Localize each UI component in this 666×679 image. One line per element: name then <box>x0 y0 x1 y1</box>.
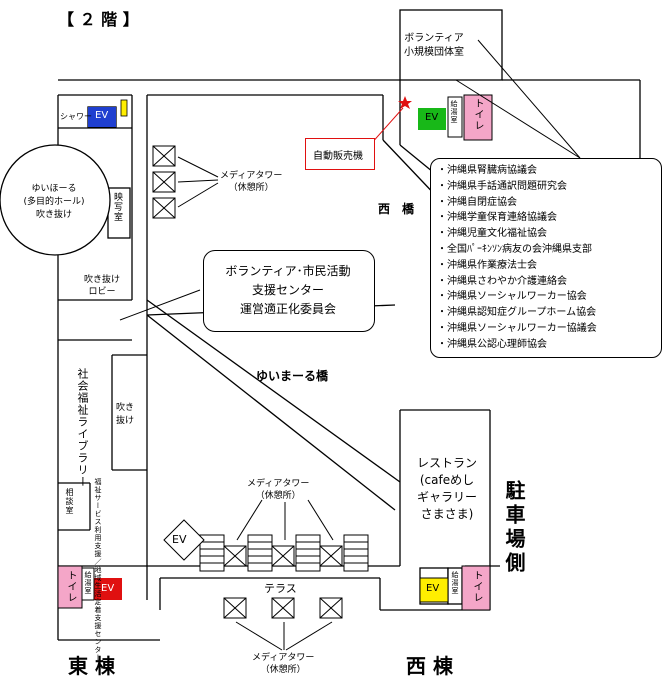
ev-east-bottom-label: EV <box>101 583 115 594</box>
parking-side-label: 駐車場側 <box>502 480 526 576</box>
ev-west-top <box>418 108 446 130</box>
stairs <box>199 534 369 572</box>
projection-room-label: 映写室 <box>112 192 122 222</box>
restaurant-label: レストラン (cafeめし ギャラリー さまさま) <box>416 456 477 521</box>
committee-box <box>203 250 375 332</box>
hall-label: ゆいほーる (多目的ホール) 吹き抜け <box>23 184 85 220</box>
organization-item: ・沖縄県ソーシャルワーカー協議会 <box>437 322 597 334</box>
organizations-box <box>430 158 662 358</box>
organization-item: ・沖縄県ソーシャルワーカー協会 <box>437 291 587 303</box>
organization-item: ・全国ﾊﾟｰｷﾝｿﾝ病友の会沖縄県支部 <box>437 243 592 255</box>
organization-item: ・沖縄県手話通訳問題研究会 <box>437 180 567 192</box>
kyutoshitsu-east-label: 給湯室 <box>84 571 92 595</box>
toilet-west-top <box>463 94 493 141</box>
toilet-west-bottom-label: トイレ <box>471 570 482 603</box>
terrace-label: テラス <box>264 582 297 595</box>
organization-item: ・沖縄県認知症グループホーム協会 <box>437 307 597 319</box>
toilet-west-bottom <box>461 565 491 611</box>
hall-circle <box>0 144 111 256</box>
organization-item: ・沖縄学童保育連絡協議会 <box>437 212 557 224</box>
consult-room-label: 相談室 <box>65 488 74 515</box>
atrium-label: 吹き抜け <box>116 403 135 426</box>
ev-west-bottom <box>419 577 449 603</box>
welfare-center-label: 福祉サービス利用支援／地域生活定着支援センター <box>94 478 102 662</box>
ev-west-bottom-label: EV <box>426 583 440 594</box>
organization-item: ・沖縄県腎臓病協議会 <box>437 165 537 176</box>
organization-list: ・沖縄県腎臓病協議会 ・沖縄県手話通訳問題研究会 ・沖縄自閉症協会 ・沖縄学童保… <box>437 163 597 353</box>
ev-west-top-label: EV <box>425 112 439 123</box>
ev-east-top <box>88 107 116 127</box>
ev-east-top-label: EV <box>95 110 109 121</box>
volunteer-room-label: ボランティア 小規模団体室 <box>404 33 464 58</box>
organization-item: ・沖縄県さわやか介護連絡会 <box>437 275 567 287</box>
kyutoshitsu-top-label: 給湯室 <box>450 100 458 124</box>
toilet-east-bottom <box>57 565 83 609</box>
media-tower-label-3: メディアタワー （休憩所） <box>252 653 315 675</box>
library-label: 社会福祉ライブラリー <box>76 368 89 488</box>
yuimaru-bridge-label: ゆいまーる橋 <box>256 369 329 383</box>
ev-diamond-label: EV <box>172 533 187 546</box>
vending-star-icon <box>398 96 412 109</box>
media-tower-label-2: メディアタワー （休憩所） <box>247 479 310 501</box>
organization-item: ・沖縄自閉症協会 <box>437 196 517 208</box>
floor-title: 【 ２ 階 】 <box>58 10 139 29</box>
vending-machine-label: 自動販売機 <box>313 151 363 162</box>
shower-label: シャワー <box>60 112 92 121</box>
kyutoshitsu-west-label: 給湯室 <box>451 571 459 595</box>
media-tower-label-1: メディアタワー （休憩所） <box>220 171 283 193</box>
ev-east-bottom <box>94 578 122 600</box>
west-building-label: 西 棟 <box>406 654 453 678</box>
vending-machine-box <box>305 138 375 170</box>
committee-label: ボランティア･市民活動 支援センター 運営適正化委員会 <box>225 264 351 316</box>
atrium-lobby-label: 吹き抜け ロビー <box>84 275 121 297</box>
toilet-west-top-label: トイレ <box>472 98 483 131</box>
east-building-label: 東 棟 <box>68 654 115 678</box>
media-tower-boxes <box>152 145 343 619</box>
organization-item: ・沖縄児童文化福祉協会 <box>437 228 547 240</box>
organization-item: ・沖縄県公認心理師協会 <box>437 338 547 350</box>
toilet-east-bottom-label: トイレ <box>65 570 76 603</box>
organization-item: ・沖縄県作業療法士会 <box>437 259 537 271</box>
west-bridge-label: 西 橋 <box>378 202 415 216</box>
